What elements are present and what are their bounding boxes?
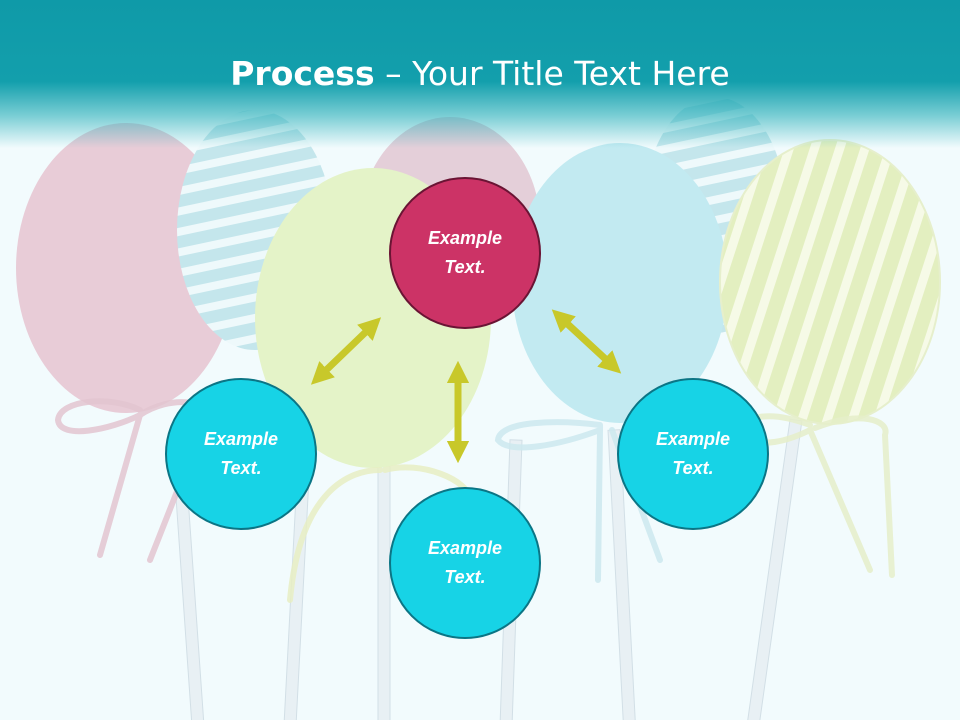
left-node-line1: Example — [203, 429, 279, 449]
center-node-line1: Example — [427, 228, 503, 248]
title-dash: – — [385, 54, 402, 93]
right-node-line1: Example — [655, 429, 731, 449]
center-node-line2: Text. — [444, 257, 486, 277]
title-rest: Your Title Text Here — [412, 54, 730, 93]
arrow-center-left — [310, 317, 382, 385]
left-node-line2: Text. — [220, 458, 262, 478]
slide-title: Process – Your Title Text Here — [0, 52, 960, 96]
title-bold: Process — [230, 54, 375, 93]
arrow-center-right — [551, 309, 622, 374]
bottom-node-line1: Example — [427, 538, 503, 558]
title-banner — [0, 0, 960, 148]
right-node-line2: Text. — [672, 458, 714, 478]
bottom-node-line2: Text. — [444, 567, 486, 587]
